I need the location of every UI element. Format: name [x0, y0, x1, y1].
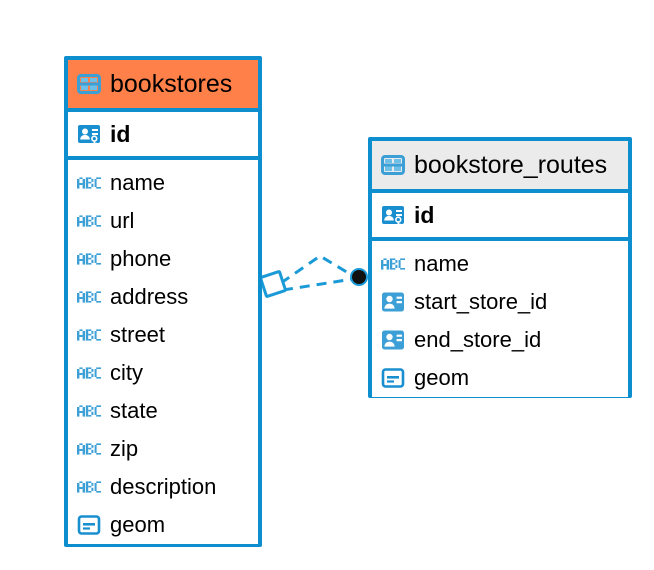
field-row-geom[interactable]: geom: [68, 506, 258, 544]
entity-title: bookstores: [110, 69, 233, 98]
field-label: end_store_id: [414, 327, 542, 352]
abc-text-icon: [77, 289, 101, 305]
filled-circle-marker: [350, 268, 368, 286]
field-label: street: [110, 322, 166, 347]
foreign-key-person-icon: [381, 329, 405, 351]
field-label: description: [110, 474, 217, 499]
field-row-phone[interactable]: phone: [68, 240, 258, 278]
field-label: geom: [414, 365, 470, 390]
entity-header-bookstore-routes[interactable]: bookstore_routes: [372, 141, 628, 193]
diamond-open-marker: [259, 270, 287, 298]
field-row-end-store-id[interactable]: end_store_id: [372, 321, 628, 359]
field-label: city: [110, 360, 143, 385]
field-label: zip: [110, 436, 139, 461]
geometry-icon: [77, 514, 101, 536]
primary-key-person-icon: [381, 203, 405, 227]
abc-text-icon: [77, 327, 101, 343]
field-label: name: [110, 170, 166, 195]
abc-text-icon: [77, 365, 101, 381]
field-list-bookstore-routes: name start_store_id: [372, 241, 628, 401]
field-label: url: [110, 208, 135, 233]
field-row-id[interactable]: id: [372, 193, 628, 241]
field-label: id: [110, 120, 131, 147]
entity-header-bookstores[interactable]: bookstores: [68, 60, 258, 112]
abc-text-icon: [77, 175, 101, 191]
field-label: geom: [110, 512, 166, 537]
geometry-icon: [381, 367, 405, 389]
abc-text-icon: [77, 479, 101, 495]
relationship-line-lower: [282, 277, 354, 292]
field-row-id[interactable]: id: [68, 112, 258, 160]
abc-text-icon: [381, 256, 405, 272]
field-row-start-store-id[interactable]: start_store_id: [372, 283, 628, 321]
field-row-city[interactable]: city: [68, 354, 258, 392]
field-label: phone: [110, 246, 172, 271]
foreign-key-person-icon: [381, 291, 405, 313]
field-label: id: [414, 201, 435, 228]
relationship-line-upper: [280, 254, 356, 285]
field-row-name[interactable]: name: [372, 245, 628, 283]
field-row-url[interactable]: url: [68, 202, 258, 240]
abc-text-icon: [77, 441, 101, 457]
field-row-street[interactable]: street: [68, 316, 258, 354]
field-row-address[interactable]: address: [68, 278, 258, 316]
field-row-description[interactable]: description: [68, 468, 258, 506]
field-label: start_store_id: [414, 289, 548, 314]
entity-bookstores[interactable]: bookstores id: [64, 56, 262, 547]
field-label: name: [414, 251, 470, 276]
primary-key-person-icon: [77, 122, 101, 146]
abc-text-icon: [77, 403, 101, 419]
entity-bookstore-routes[interactable]: bookstore_routes id: [368, 137, 632, 398]
field-label: address: [110, 284, 189, 309]
field-row-state[interactable]: state: [68, 392, 258, 430]
field-row-name[interactable]: name: [68, 164, 258, 202]
table-grid-icon: [77, 72, 101, 96]
field-row-geom[interactable]: geom: [372, 359, 628, 397]
field-row-zip[interactable]: zip: [68, 430, 258, 468]
abc-text-icon: [77, 213, 101, 229]
field-label: state: [110, 398, 158, 423]
entity-title: bookstore_routes: [414, 150, 608, 179]
table-grid-icon: [381, 153, 405, 177]
field-list-bookstores: name u: [68, 160, 258, 548]
abc-text-icon: [77, 251, 101, 267]
